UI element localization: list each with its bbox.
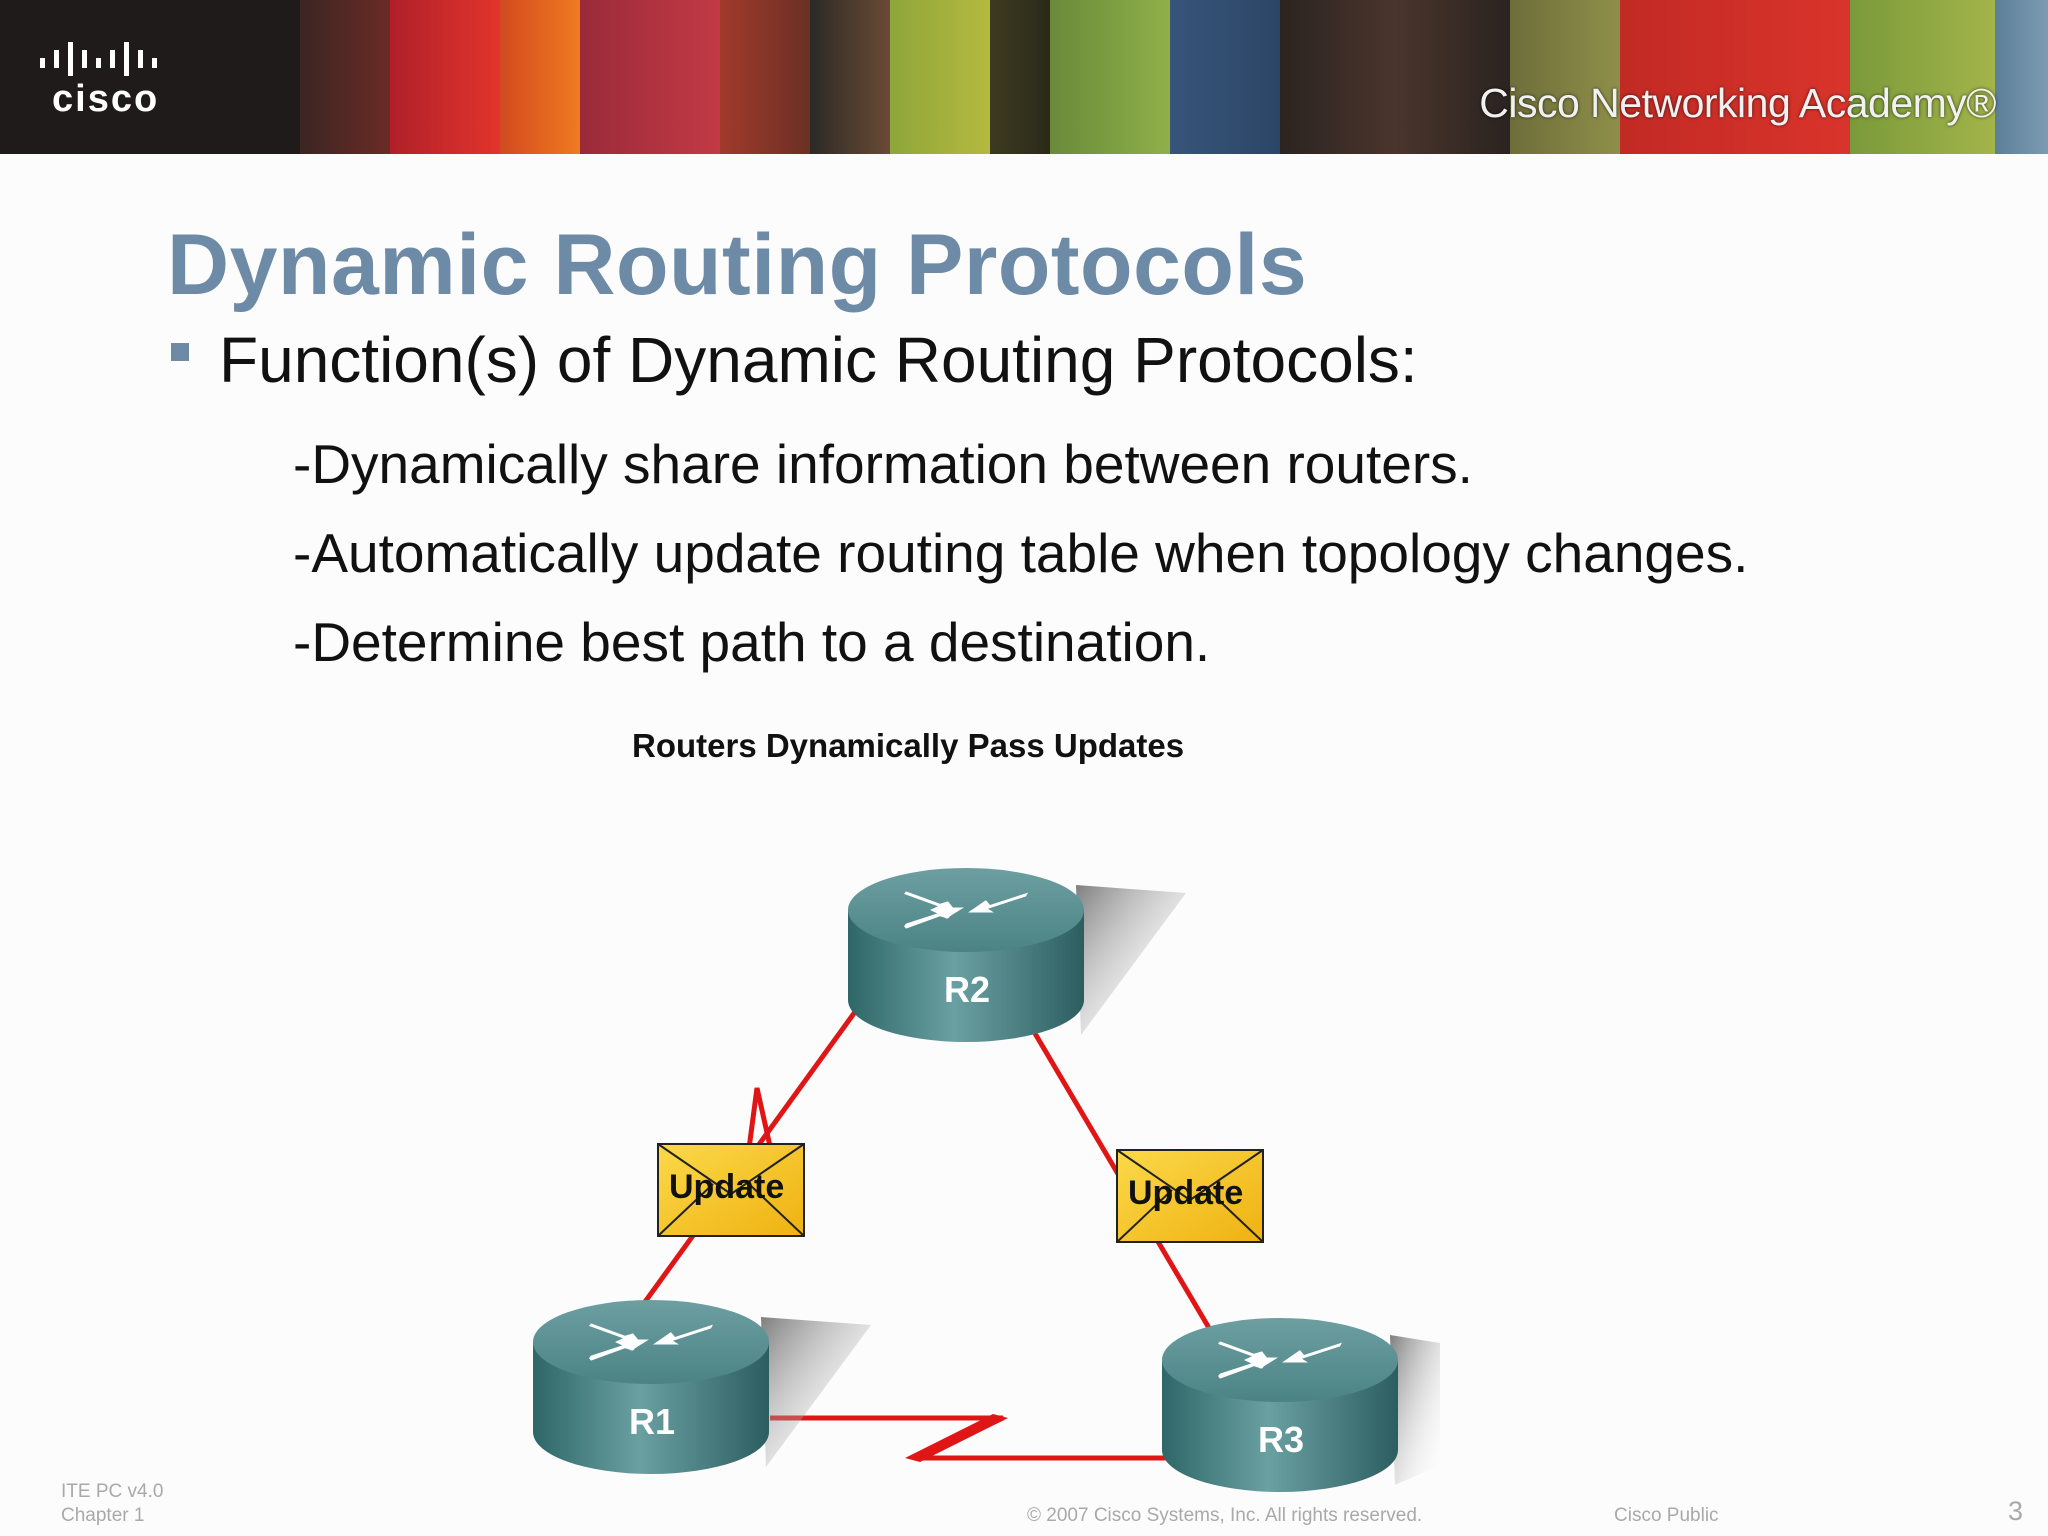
footer-course: ITE PC v4.0 bbox=[61, 1481, 164, 1502]
slide-title: Dynamic Routing Protocols bbox=[167, 217, 1308, 313]
footer-copyright: © 2007 Cisco Systems, Inc. All rights re… bbox=[1027, 1505, 1423, 1526]
bullet-item: Function(s) of Dynamic Routing Protocols… bbox=[171, 325, 1418, 395]
function-item-update: -Automatically update routing table when… bbox=[293, 522, 1749, 584]
footer-classification: Cisco Public bbox=[1614, 1505, 1719, 1526]
function-item-best-path: -Determine best path to a destination. bbox=[293, 611, 1211, 673]
router-r3: R3 bbox=[1162, 1318, 1440, 1492]
bullet-text: Function(s) of Dynamic Routing Protocols… bbox=[219, 324, 1418, 396]
header-banner: cisco Cisco Networking Academy® bbox=[0, 0, 2048, 154]
update-envelope-right: Update bbox=[1116, 1149, 1264, 1243]
cisco-bars-icon bbox=[40, 42, 157, 76]
router-label-r1: R1 bbox=[629, 1401, 675, 1442]
router-r2: R2 bbox=[848, 868, 1186, 1042]
diagram-title: Routers Dynamically Pass Updates bbox=[632, 727, 1184, 764]
router-label-r2: R2 bbox=[944, 969, 990, 1010]
update-label-left: Update bbox=[669, 1168, 784, 1206]
update-envelope-left: Update bbox=[657, 1143, 805, 1237]
update-label-right: Update bbox=[1128, 1174, 1243, 1212]
router-label-r3: R3 bbox=[1258, 1419, 1304, 1460]
router-r1: R1 bbox=[533, 1300, 871, 1474]
page-number: 3 bbox=[2008, 1496, 2024, 1526]
cisco-logo: cisco bbox=[0, 0, 300, 154]
link-r1-r3 bbox=[770, 1414, 1170, 1462]
footer-course-info: ITE PC v4.0 Chapter 1 bbox=[61, 1480, 163, 1528]
footer-chapter: Chapter 1 bbox=[61, 1505, 145, 1526]
cisco-logo-text: cisco bbox=[52, 78, 160, 120]
function-item-share: -Dynamically share information between r… bbox=[293, 433, 1473, 495]
academy-title: Cisco Networking Academy® bbox=[1479, 80, 1996, 126]
function-list: -Dynamically share information between r… bbox=[293, 420, 1748, 687]
bullet-square-icon bbox=[171, 343, 189, 361]
